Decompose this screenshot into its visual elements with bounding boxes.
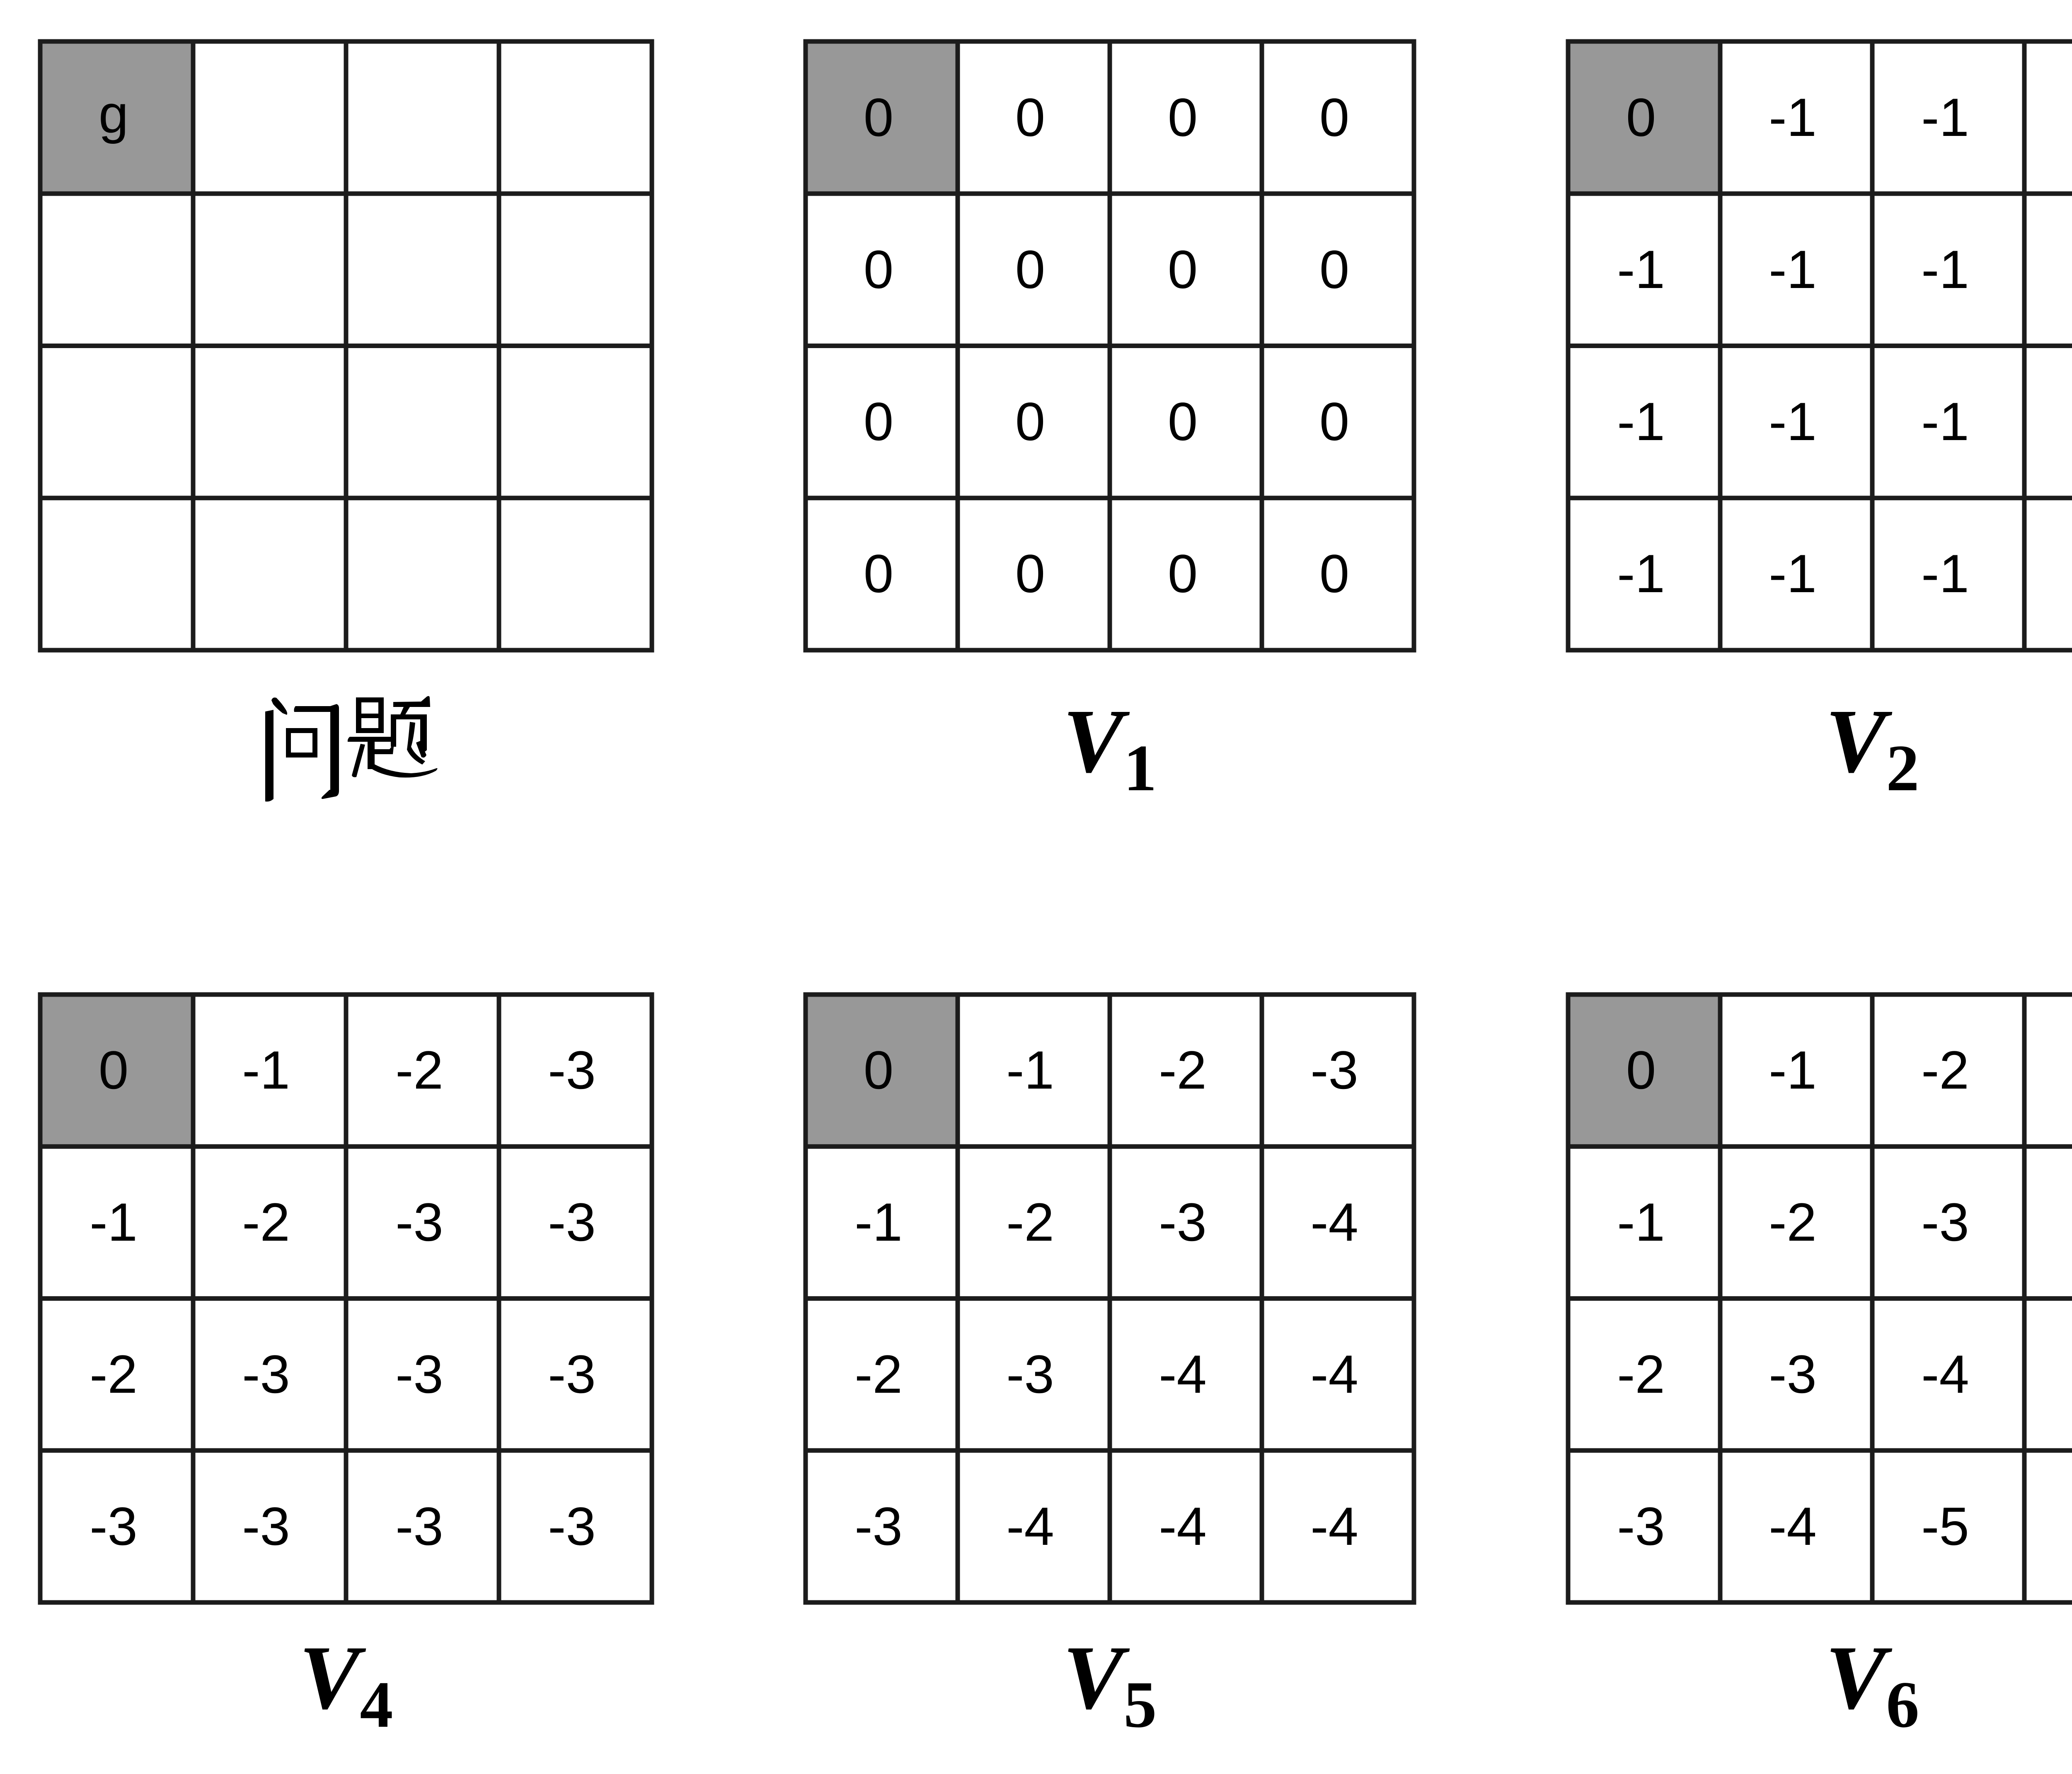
svg-text:-4: -4 <box>1310 1192 1358 1252</box>
svg-text:0: 0 <box>1626 1040 1656 1100</box>
svg-text:-3: -3 <box>1006 1344 1054 1404</box>
svg-text:-2: -2 <box>90 1344 138 1404</box>
svg-text:-2: -2 <box>1921 1040 1969 1100</box>
svg-text:-3: -3 <box>854 1496 903 1556</box>
svg-text:V2: V2 <box>1825 690 1920 805</box>
svg-text:-2: -2 <box>395 1040 443 1100</box>
svg-text:-3: -3 <box>1769 1344 1817 1404</box>
svg-text:0: 0 <box>99 1040 128 1100</box>
svg-text:-1: -1 <box>1921 239 1969 300</box>
svg-text:-2: -2 <box>1159 1040 1207 1100</box>
svg-text:0: 0 <box>1168 239 1198 300</box>
svg-text:-1: -1 <box>1769 1040 1817 1100</box>
svg-text:0: 0 <box>1015 239 1045 300</box>
svg-text:0: 0 <box>864 543 893 604</box>
svg-text:-3: -3 <box>1617 1496 1665 1556</box>
svg-text:-1: -1 <box>242 1040 290 1100</box>
svg-text:-1: -1 <box>90 1192 138 1252</box>
svg-text:0: 0 <box>1319 239 1349 300</box>
svg-text:0: 0 <box>1626 87 1656 148</box>
svg-text:-3: -3 <box>242 1344 290 1404</box>
svg-text:-1: -1 <box>1769 239 1817 300</box>
svg-text:-1: -1 <box>854 1192 903 1252</box>
svg-text:0: 0 <box>1319 391 1349 452</box>
svg-text:-3: -3 <box>548 1496 596 1556</box>
svg-text:-5: -5 <box>1921 1496 1969 1556</box>
svg-text:-2: -2 <box>1617 1344 1665 1404</box>
svg-text:0: 0 <box>1168 87 1198 148</box>
svg-text:-1: -1 <box>1921 543 1969 604</box>
svg-text:-3: -3 <box>1921 1192 1969 1252</box>
svg-text:-4: -4 <box>1310 1496 1358 1556</box>
svg-text:-3: -3 <box>395 1496 443 1556</box>
svg-text:-1: -1 <box>1617 1192 1665 1252</box>
svg-text:g: g <box>99 84 128 144</box>
svg-text:0: 0 <box>1319 87 1349 148</box>
svg-text:-3: -3 <box>395 1192 443 1252</box>
svg-text:0: 0 <box>1168 391 1198 452</box>
svg-text:-1: -1 <box>1617 239 1665 300</box>
svg-text:-1: -1 <box>1006 1040 1054 1100</box>
svg-text:-3: -3 <box>242 1496 290 1556</box>
svg-text:0: 0 <box>864 1040 893 1100</box>
svg-text:0: 0 <box>864 239 893 300</box>
svg-text:-4: -4 <box>1159 1496 1207 1556</box>
svg-text:-3: -3 <box>1310 1040 1358 1100</box>
svg-text:-4: -4 <box>1159 1344 1207 1404</box>
svg-text:-1: -1 <box>1769 391 1817 452</box>
svg-text:-4: -4 <box>1310 1344 1358 1404</box>
svg-text:-1: -1 <box>1921 391 1969 452</box>
svg-text:-2: -2 <box>242 1192 290 1252</box>
svg-text:-2: -2 <box>854 1344 903 1404</box>
svg-text:-2: -2 <box>1006 1192 1054 1252</box>
svg-text:0: 0 <box>1015 87 1045 148</box>
svg-text:-1: -1 <box>1617 543 1665 604</box>
svg-text:-4: -4 <box>1769 1496 1817 1556</box>
svg-text:V6: V6 <box>1825 1627 1920 1741</box>
svg-text:-1: -1 <box>1921 87 1969 148</box>
svg-text:-4: -4 <box>1921 1344 1969 1404</box>
svg-text:-2: -2 <box>1769 1192 1817 1252</box>
svg-text:-1: -1 <box>1769 87 1817 148</box>
svg-text:-3: -3 <box>90 1496 138 1556</box>
svg-text:-3: -3 <box>548 1192 596 1252</box>
svg-text:-3: -3 <box>548 1040 596 1100</box>
svg-text:0: 0 <box>864 391 893 452</box>
svg-text:-1: -1 <box>1617 391 1665 452</box>
svg-text:-3: -3 <box>1159 1192 1207 1252</box>
svg-text:0: 0 <box>1168 543 1198 604</box>
svg-text:-3: -3 <box>395 1344 443 1404</box>
svg-text:-4: -4 <box>1006 1496 1054 1556</box>
svg-text:0: 0 <box>864 87 893 148</box>
svg-text:-3: -3 <box>548 1344 596 1404</box>
svg-text:-1: -1 <box>1769 543 1817 604</box>
svg-text:0: 0 <box>1015 543 1045 604</box>
svg-text:0: 0 <box>1319 543 1349 604</box>
svg-text:0: 0 <box>1015 391 1045 452</box>
